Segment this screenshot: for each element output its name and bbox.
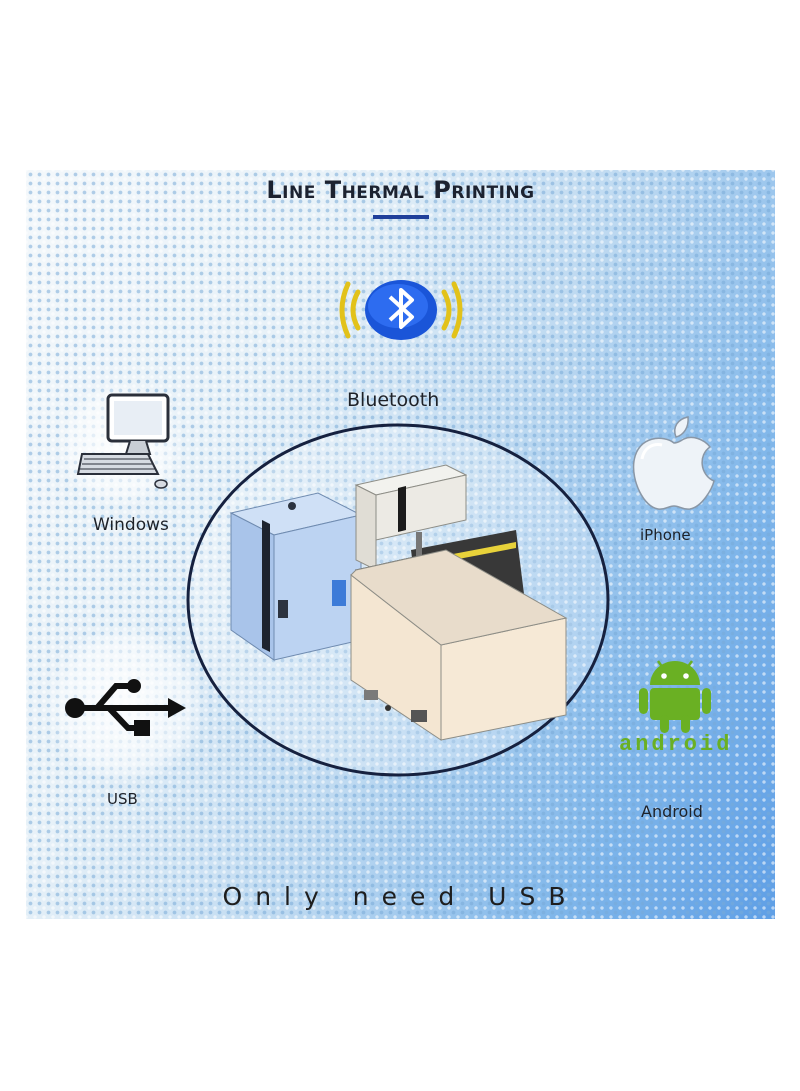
android-logo-text: android [619, 732, 733, 757]
cream-printer [350, 464, 568, 741]
printer-illustration [186, 423, 610, 777]
page-title: Line Thermal Printing [266, 176, 535, 204]
usb-label: USB [107, 790, 138, 808]
title-underline [373, 215, 429, 219]
iphone-label: iPhone [640, 526, 691, 544]
footer-tagline: Only need USB [222, 882, 579, 911]
blue-printer [229, 492, 363, 661]
windows-label: Windows [93, 515, 169, 535]
bluetooth-icon [339, 280, 463, 340]
android-icon [639, 660, 711, 733]
usb-icon [65, 679, 186, 736]
android-label: Android [641, 802, 703, 821]
apple-icon [632, 416, 715, 510]
product-banner: Line Thermal Printing Bluetooth Windows [26, 170, 775, 919]
bluetooth-label: Bluetooth [347, 389, 440, 411]
computer-icon [76, 393, 170, 489]
